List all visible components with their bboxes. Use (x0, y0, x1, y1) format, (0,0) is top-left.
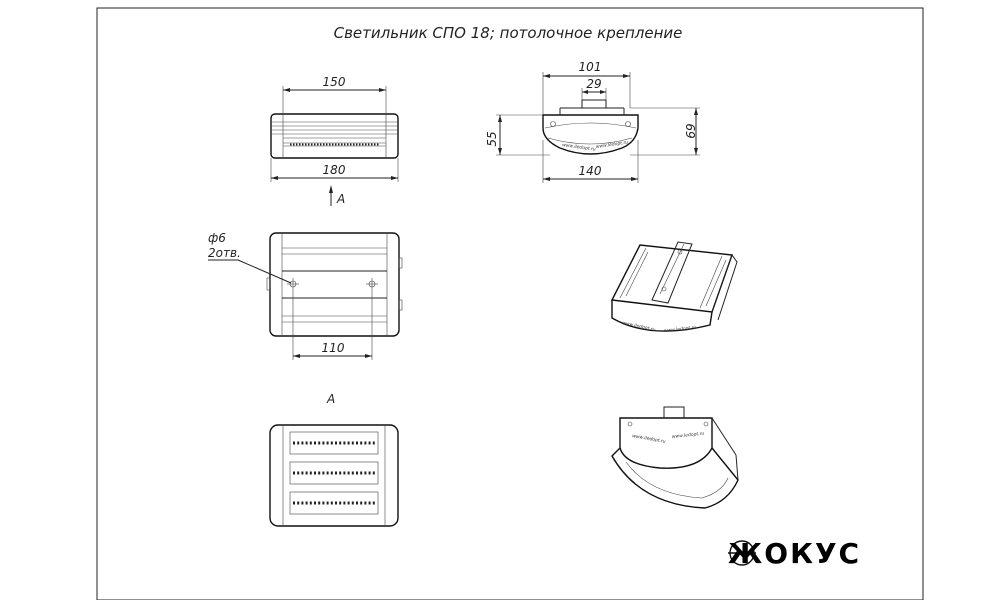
side-marking-left: www.iledopt.ru (562, 142, 596, 153)
led-strip-2 (289, 461, 379, 485)
hole-count-label: 2отв. (208, 246, 241, 260)
mount-hole-right (366, 278, 378, 290)
front-dim-180: 180 (323, 163, 346, 177)
side-dim-29: 29 (586, 77, 601, 91)
top-view: ф6 2отв. 110 (208, 231, 403, 360)
led-strip-3 (289, 491, 379, 515)
view-a-arrow-label: А (336, 192, 345, 206)
view-a: А (269, 392, 399, 527)
side-dim-69: 69 (683, 123, 697, 138)
iso2-marking-left: www.iledopt.ru (632, 433, 666, 445)
isometric-view-bottom: www.iledopt.ru www.ledopt.ru (611, 406, 739, 509)
side-dim-101: 101 (579, 60, 602, 74)
side-dim-140: 140 (579, 164, 602, 178)
isometric-view-top: www.iledopt.ru www.ledopt.ru (610, 241, 738, 334)
brand-logo: ЖОКУС (728, 537, 861, 570)
hole-diameter-label: ф6 (208, 231, 226, 245)
brand-name: ЖОКУС (728, 537, 861, 570)
side-marking-right: www.ledopt.ru (595, 139, 628, 149)
led-strip-1 (289, 431, 379, 455)
side-view: www.iledopt.ru www.ledopt.ru 101 29 55 6… (485, 60, 700, 183)
iso2-marking-right: www.ledopt.ru (672, 431, 705, 440)
iso-marking-left: www.iledopt.ru (622, 320, 656, 333)
sheet-frame (96, 7, 924, 600)
view-a-label: А (326, 392, 335, 406)
mount-hole-left (287, 278, 299, 290)
front-dim-150: 150 (323, 75, 346, 89)
drawing-title: Светильник СПО 18; потолочное крепление (334, 24, 683, 42)
top-dim-110: 110 (322, 341, 345, 355)
side-dim-55: 55 (485, 131, 499, 146)
front-view: 150 180 А (270, 75, 399, 206)
iso-marking-right: www.ledopt.ru (664, 325, 697, 334)
